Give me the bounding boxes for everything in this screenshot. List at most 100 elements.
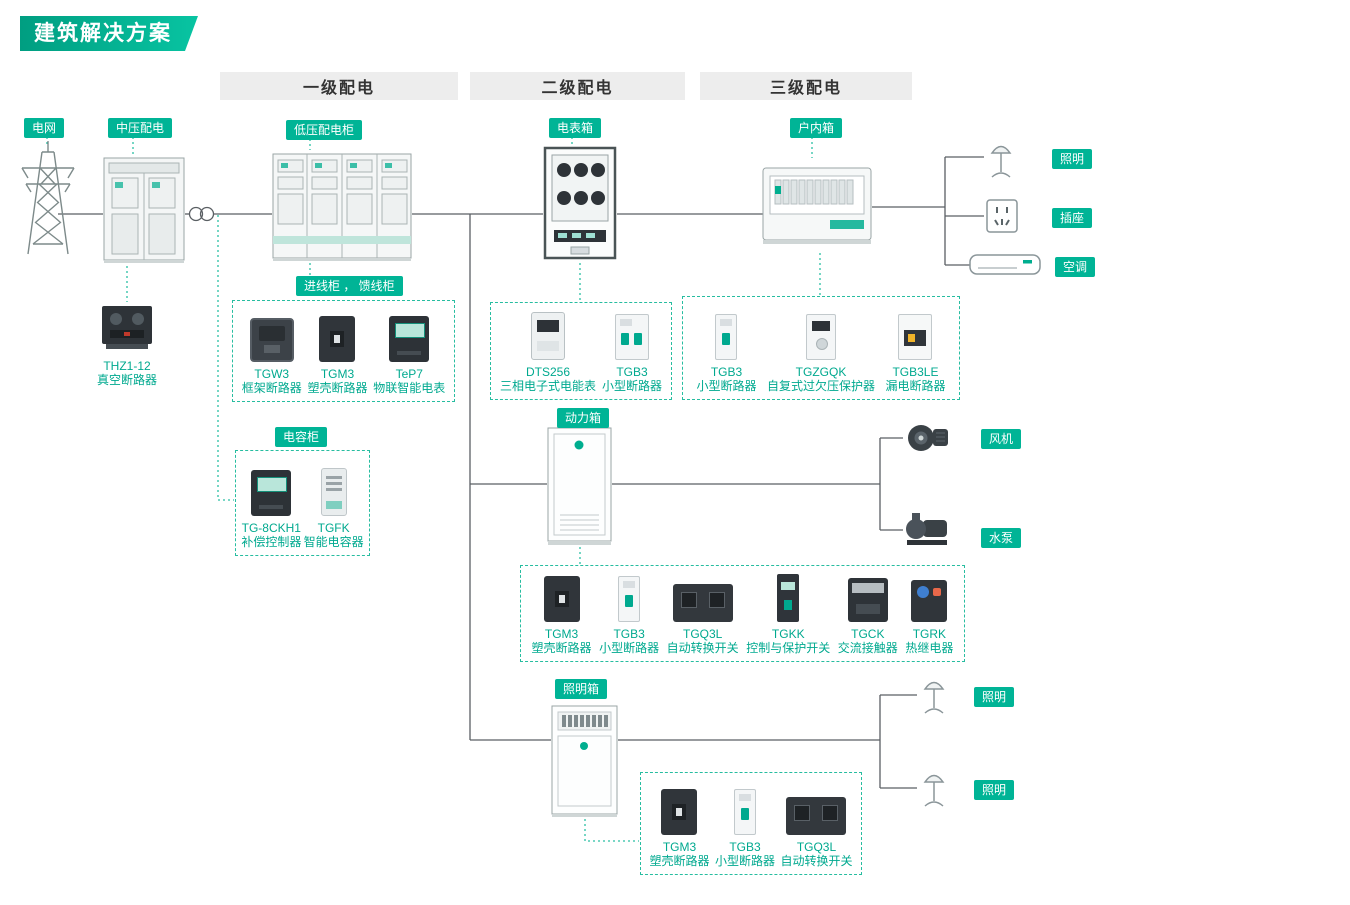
lv-switchgear-icon [272,153,412,261]
product-desc: 智能电容器 [303,535,364,549]
product-item: TGB3 小型断路器 [599,572,659,655]
mcb-breaker-icon [614,314,649,360]
section-header-primary: 一级配电 [220,72,458,100]
product-name: TG-8CKH1 [241,521,301,535]
mccb-breaker-icon [661,789,698,835]
rcbo-breaker-icon [898,314,933,360]
product-desc: 塑壳断路器 [649,854,710,868]
vacuum-breaker-icon [102,306,152,349]
section-header-secondary: 二级配电 [470,72,685,100]
product-item: TGB3 小型断路器 [696,310,757,393]
badge-meter-box: 电表箱 [549,118,602,138]
badge-load-lighting-bottom: 照明 [974,780,1015,800]
product-name: TGM3 [320,367,355,381]
ats-switch-icon [786,797,847,835]
product-name: TGB3 [729,840,761,854]
product-name: TGQ3L [683,627,723,641]
product-desc: 自动转换开关 [780,854,853,868]
product-desc: 控制与保护开关 [746,641,831,655]
lamp-icon [990,145,1012,178]
badge-load-socket: 插座 [1052,208,1093,228]
page-title-banner: 建筑解决方案 [20,16,198,51]
product-desc: 小型断路器 [599,641,660,655]
mcb-breaker-icon [618,576,641,622]
product-item: TGB3LE 漏电断路器 [885,310,946,393]
product-name: TGB3 [613,627,645,641]
product-name: TGRK [912,627,947,641]
product-item: TGB3 小型断路器 [715,785,775,868]
badge-load-pump: 水泵 [981,528,1022,548]
product-group-lighting-box: TGM3 塑壳断路器 TGB3 小型断路器 TGQ3L 自动转换开关 [640,772,862,875]
product-desc: 自动转换开关 [666,641,739,655]
product-desc: 三相电子式电能表 [499,379,596,393]
product-group-meter-box: DTS256 三相电子式电能表 TGB3 小型断路器 [490,302,672,400]
product-name: TGKK [771,627,805,641]
product-item: TGB3 小型断路器 [602,310,662,393]
product-item: TG-8CKH1 补偿控制器 [241,466,301,549]
badge-indoor-box: 户内箱 [790,118,843,138]
product-name: TGZGQK [795,365,847,379]
product-desc: 真空断路器 [96,373,157,387]
badge-incoming-feeder-cabinet: 进线柜 ， 馈线柜 [296,276,403,296]
product-desc: 热继电器 [905,641,954,655]
meter-box-icon [543,146,617,260]
mv-product: THZ1-12 真空断路器 [88,302,166,387]
lamp-icon [923,774,945,807]
product-desc: 交流接触器 [837,641,898,655]
section-label: 三级配电 [769,80,842,97]
product-item: TGM3 塑壳断路器 [532,572,592,655]
energy-meter-icon [530,312,565,360]
product-item: TGFK 智能电容器 [304,466,364,549]
product-group-capacitor-cabinet: TG-8CKH1 补偿控制器 TGFK 智能电容器 [235,450,370,556]
air-conditioner-icon [969,254,1041,275]
badge-load-lighting-mid: 照明 [974,687,1015,707]
badge-lv-cabinet: 低压配电柜 [286,120,363,140]
badge-load-lighting-top: 照明 [1052,149,1093,169]
product-item: TGKK 控制与保护开关 [746,572,830,655]
mccb-breaker-icon [319,316,356,362]
product-item: TGM3 塑壳断路器 [649,785,710,868]
product-group-indoor-box: TGB3 小型断路器 TGZGQK 自复式过欠压保护器 TGB3LE 漏电断路器 [682,296,960,400]
section-label: 一级配电 [302,80,375,97]
indoor-distribution-box-icon [762,167,872,244]
acb-breaker-icon [249,318,294,362]
fan-icon [908,425,948,451]
product-name: THZ1-12 [103,359,151,373]
badge-grid: 电网 [24,118,65,138]
smart-meter-icon [389,316,430,362]
transmission-tower-icon [21,141,75,255]
product-item: TGCK 交流接触器 [838,572,898,655]
product-group-power-box: TGM3 塑壳断路器 TGB3 小型断路器 TGQ3L 自动转换开关 TGKK … [520,565,965,662]
product-item: TGQ3L 自动转换开关 [780,785,853,868]
product-name: TeP7 [395,367,423,381]
product-item: DTS256 三相电子式电能表 [500,310,596,393]
product-item: TGZGQK 自复式过欠压保护器 [767,310,875,393]
thermal-relay-icon [911,580,948,622]
product-desc: 自复式过欠压保护器 [766,379,875,393]
product-desc: 塑壳断路器 [531,641,592,655]
product-desc: 补偿控制器 [241,535,302,549]
product-name: TGW3 [254,367,290,381]
water-pump-icon [906,513,947,545]
product-desc: 小型断路器 [714,854,775,868]
mcb-breaker-icon [733,789,756,835]
product-desc: 框架断路器 [241,381,302,395]
product-desc: 小型断路器 [696,379,757,393]
mcb-breaker-icon [715,314,738,360]
lighting-distribution-box-icon [551,705,618,817]
product-desc: 小型断路器 [601,379,662,393]
product-name: TGM3 [662,840,697,854]
product-name: TGFK [317,521,350,535]
ac-contactor-icon [847,578,888,622]
badge-load-fan: 风机 [981,429,1022,449]
transformer-symbol [188,206,204,222]
power-distribution-box-icon [547,427,612,545]
badge-lighting-box: 照明箱 [555,679,608,699]
mccb-breaker-icon [543,576,580,622]
product-item: TGQ3L 自动转换开关 [667,572,739,655]
product-desc: 物联智能电表 [373,381,446,395]
product-item: TGRK 热继电器 [905,572,953,655]
product-desc: 漏电断路器 [885,379,946,393]
product-name: TGQ3L [796,840,837,854]
